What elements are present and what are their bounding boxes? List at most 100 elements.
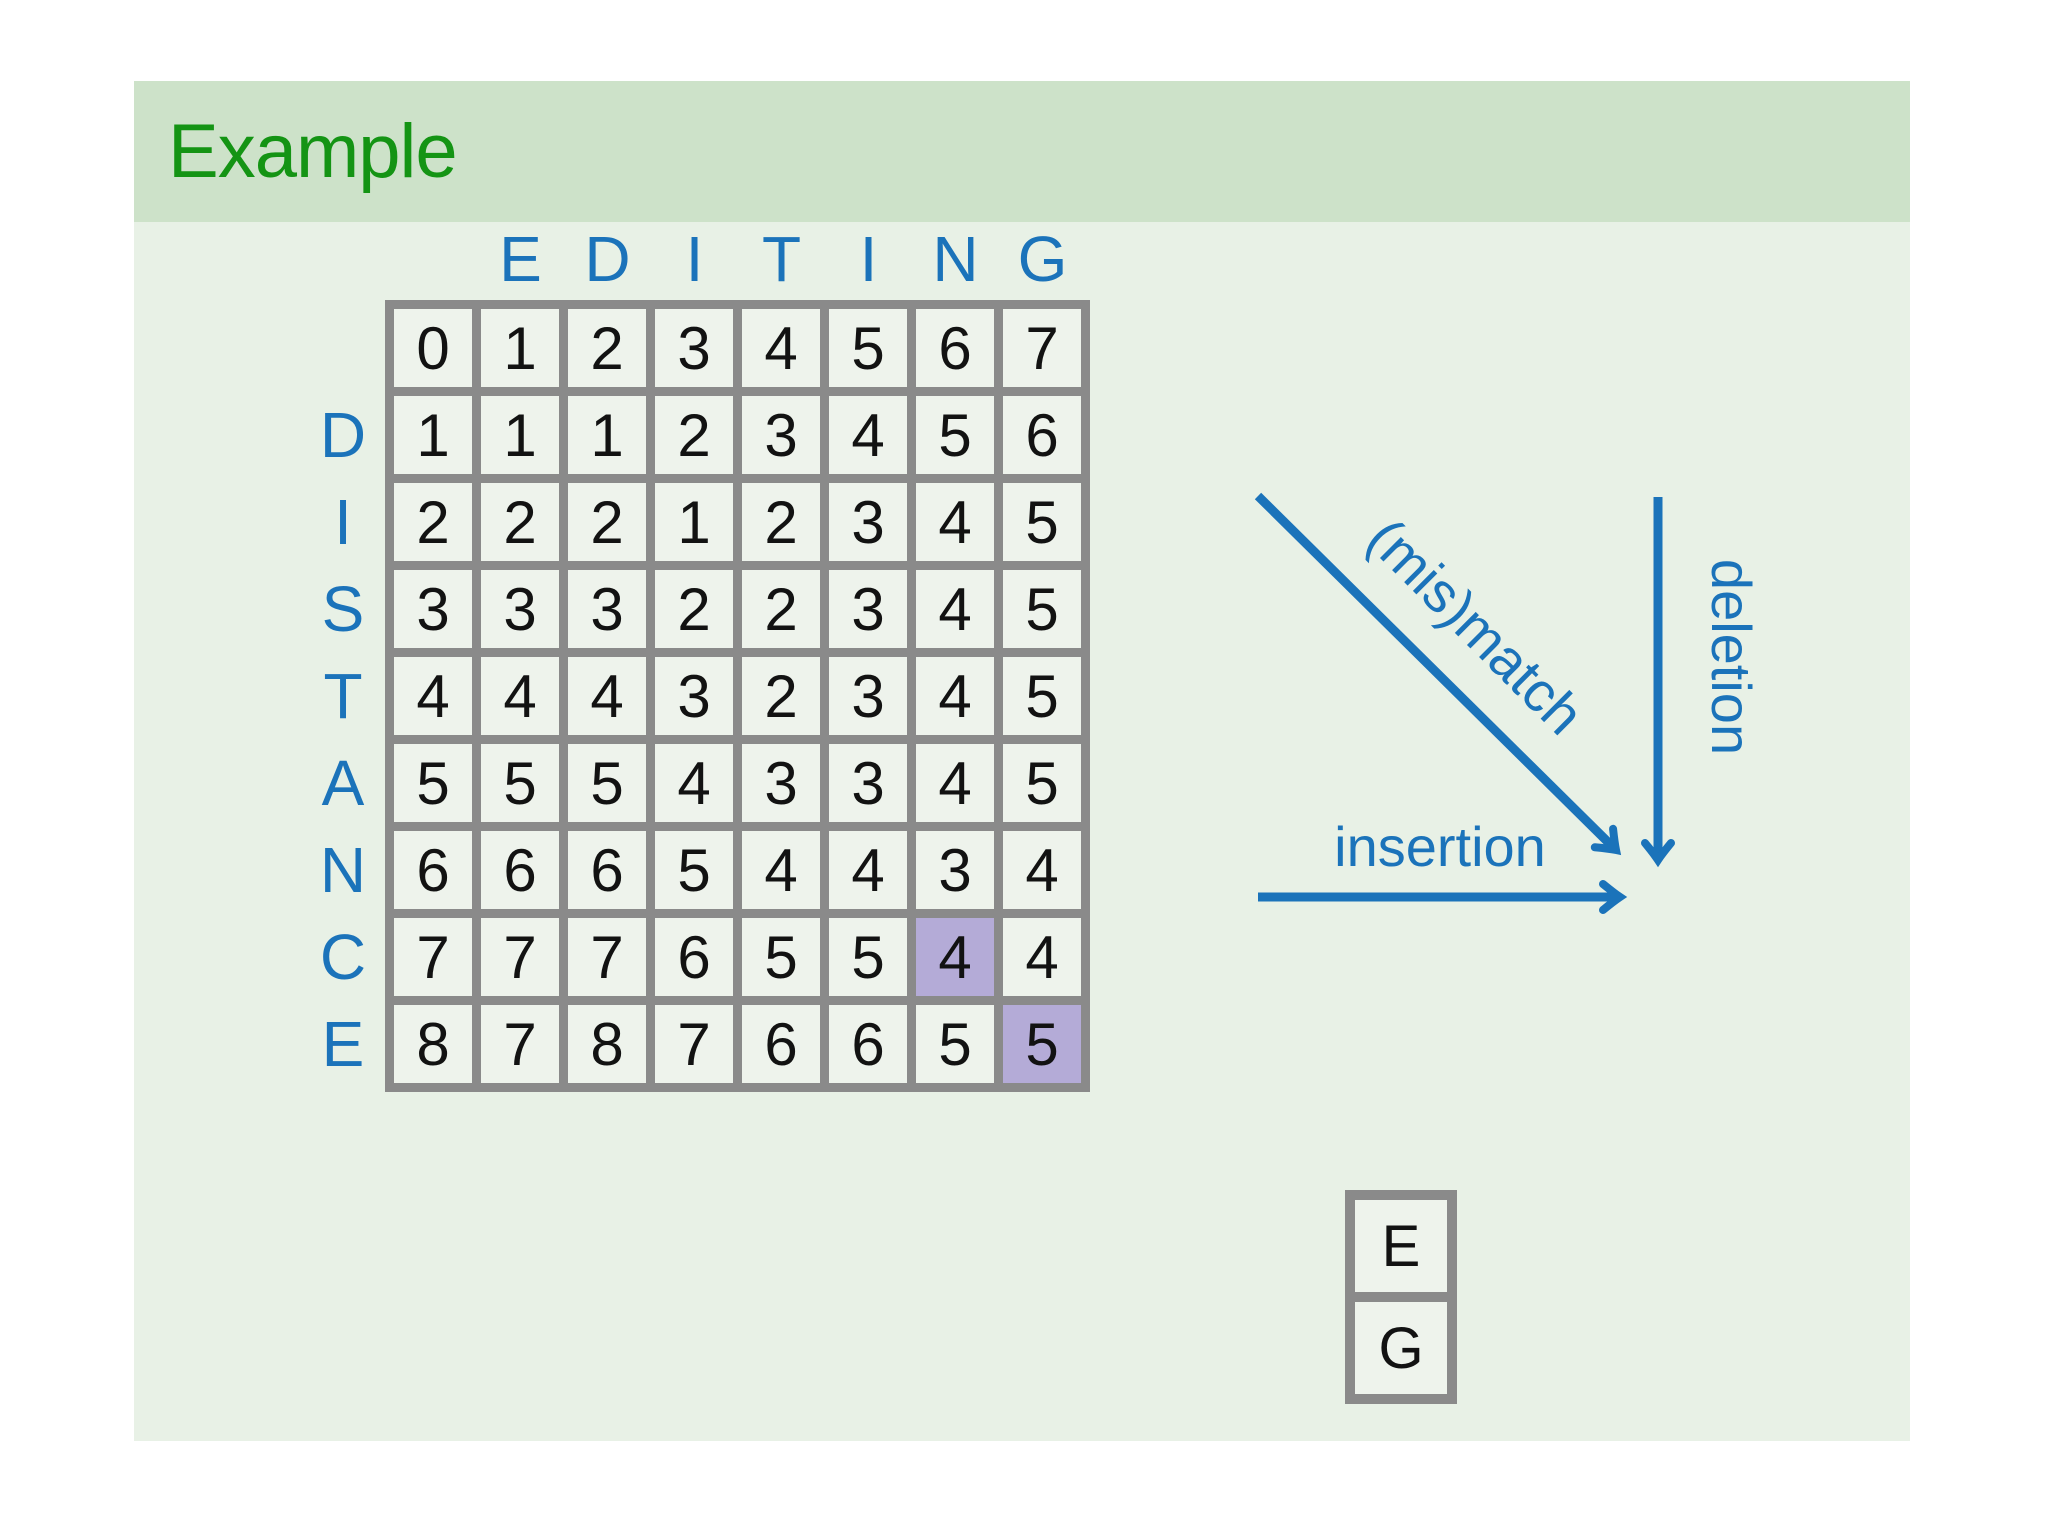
matrix-cell: 4 [655,744,733,822]
matrix-cell: 5 [394,744,472,822]
matrix-cell: 2 [394,483,472,561]
mismatch-arrow [1254,492,1622,856]
matrix-cell: 8 [568,1005,646,1083]
matrix-cell: 1 [394,396,472,474]
matrix-cell: 3 [916,831,994,909]
matrix-cell: 4 [916,483,994,561]
matrix-cell: 4 [481,657,559,735]
matrix-cell: 3 [829,570,907,648]
alignment-letter-top: E [1355,1200,1447,1302]
matrix-cell: 5 [916,396,994,474]
matrix-cell: 2 [568,309,646,387]
matrix-cell: 2 [742,657,820,735]
matrix-cell: 6 [916,309,994,387]
operations-diagram: (mis)match deletion insertion [1254,492,1763,914]
row-word-distance: D I S T A N C E [309,391,377,1087]
matrix-cell: 6 [394,831,472,909]
matrix-cell: 5 [1003,483,1081,561]
row-letter: D [319,398,367,471]
matrix-cell: 5 [742,918,820,996]
matrix-cell: 2 [655,396,733,474]
matrix-cell: 6 [568,831,646,909]
matrix-cell: 5 [1003,1005,1081,1083]
matrix-cell: 3 [742,396,820,474]
column-word-editing: E D I T I N G [477,223,1086,295]
slide: Example E D I T I N G D I S T A N C E 0 … [134,81,1910,1441]
matrix-cell: 6 [655,918,733,996]
matrix-cell: 3 [829,483,907,561]
deletion-label: deletion [1700,559,1763,755]
matrix-cell: 8 [394,1005,472,1083]
matrix-cell: 7 [481,918,559,996]
alignment-box: E G [1345,1190,1457,1404]
matrix-cell: 2 [742,570,820,648]
matrix-cell: 6 [829,1005,907,1083]
matrix-cell: 3 [829,744,907,822]
matrix-cell: 2 [742,483,820,561]
column-letter: I [859,223,878,295]
matrix-cell: 3 [568,570,646,648]
matrix-cell: 3 [655,309,733,387]
matrix-cell: 7 [394,918,472,996]
column-letter: N [932,223,979,295]
matrix-cell: 5 [829,309,907,387]
matrix-cell: 4 [568,657,646,735]
matrix-cell: 1 [655,483,733,561]
row-letter: N [319,833,367,906]
row-letter: C [319,920,367,993]
matrix-cell: 1 [568,396,646,474]
matrix-cell: 3 [655,657,733,735]
edit-distance-matrix: 0 1 2 3 4 5 6 7 1 1 1 2 3 4 5 6 2 2 2 1 … [385,300,1090,1092]
matrix-cell: 5 [1003,744,1081,822]
page-title: Example [168,109,458,194]
matrix-cell: 0 [394,309,472,387]
matrix-cell: 4 [916,918,994,996]
slide-header: Example [134,81,1910,222]
matrix-cell: 3 [742,744,820,822]
matrix-cell: 5 [1003,657,1081,735]
matrix-cell: 3 [481,570,559,648]
matrix-cell: 7 [568,918,646,996]
alignment-letter-bottom: G [1355,1302,1447,1394]
matrix-cell: 7 [655,1005,733,1083]
column-letter: E [499,223,542,295]
matrix-cell: 1 [481,396,559,474]
row-letter: S [321,572,365,645]
column-letter: G [1017,223,1068,295]
row-letter: E [321,1007,365,1080]
matrix-cell: 3 [829,657,907,735]
matrix-cell: 4 [742,831,820,909]
matrix-cell: 5 [655,831,733,909]
matrix-cell: 6 [481,831,559,909]
matrix-cell: 5 [829,918,907,996]
matrix-cell: 4 [916,657,994,735]
matrix-cell: 4 [829,831,907,909]
column-letter: I [685,223,704,295]
matrix-cell: 3 [394,570,472,648]
row-letter: I [334,485,352,558]
column-letter: T [761,223,802,295]
row-letter: A [321,746,365,819]
matrix-cell: 7 [1003,309,1081,387]
matrix-cell: 2 [481,483,559,561]
matrix-cell: 5 [568,744,646,822]
matrix-cell: 2 [568,483,646,561]
matrix-cell: 4 [742,309,820,387]
matrix-cell: 4 [916,570,994,648]
matrix-cell: 4 [829,396,907,474]
matrix-cell: 4 [1003,831,1081,909]
matrix-cell: 2 [655,570,733,648]
matrix-cell: 7 [481,1005,559,1083]
row-letter: T [323,659,363,732]
matrix-cell: 5 [481,744,559,822]
matrix-cell: 1 [481,309,559,387]
matrix-cell: 4 [394,657,472,735]
matrix-cell: 6 [742,1005,820,1083]
matrix-cell: 6 [1003,396,1081,474]
column-letter: D [584,223,631,295]
matrix-cell: 4 [916,744,994,822]
matrix-cell: 4 [1003,918,1081,996]
matrix-cell: 5 [916,1005,994,1083]
matrix-cell: 5 [1003,570,1081,648]
insertion-label: insertion [1334,815,1546,878]
